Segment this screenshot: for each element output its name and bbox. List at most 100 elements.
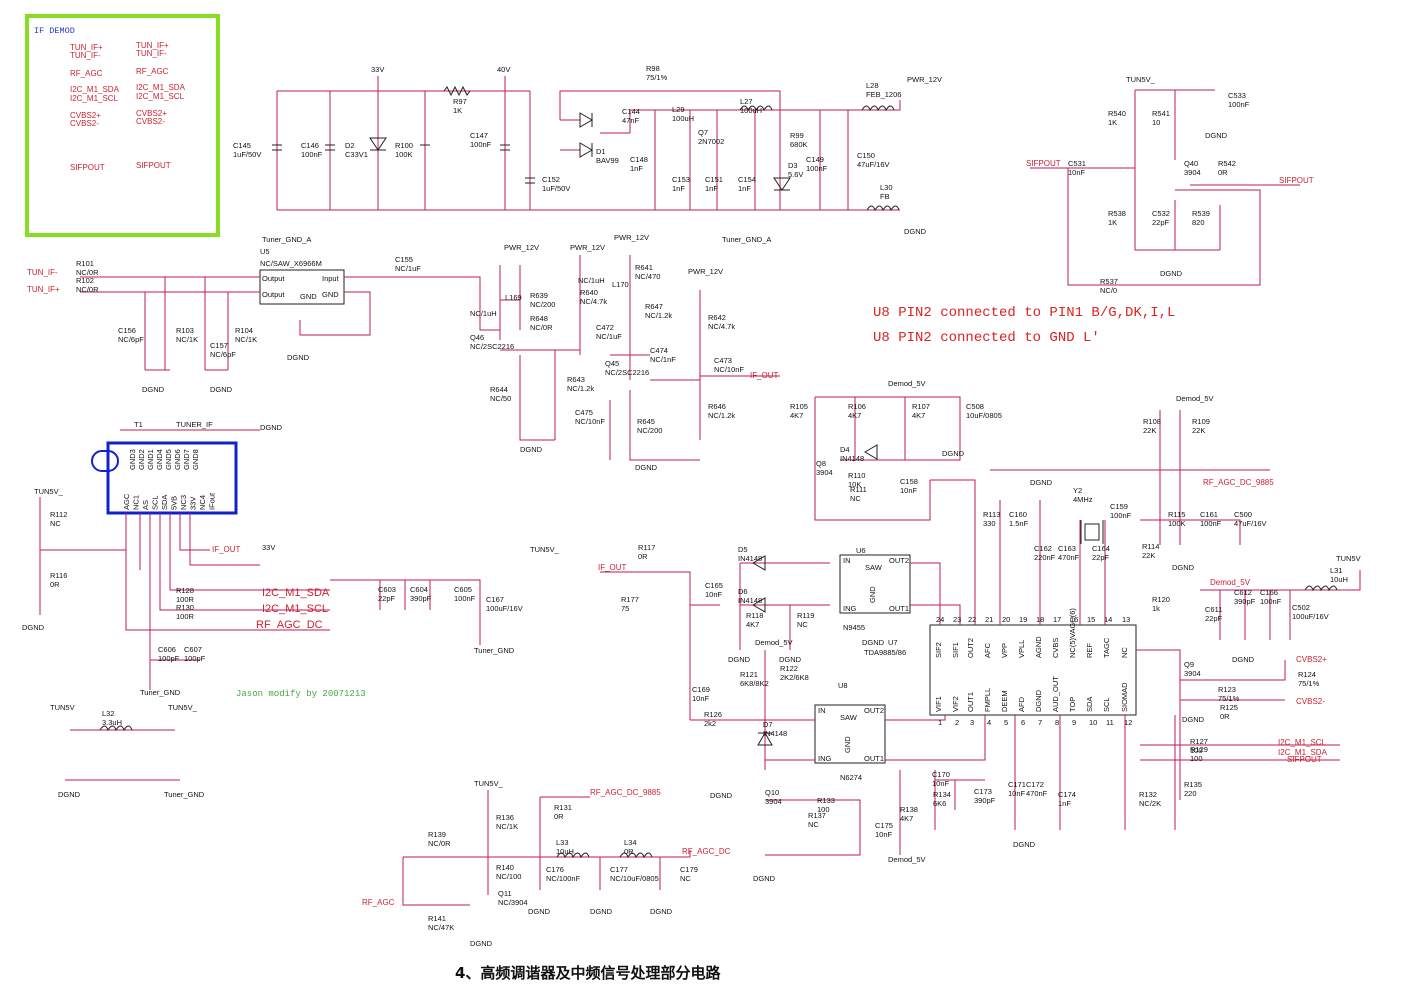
dgnd-d4: DGND	[710, 791, 733, 800]
saw-r647-value: NC/1.2k	[645, 311, 672, 320]
sif-r541-ref: R541	[1152, 109, 1170, 118]
saw-r640-ref: R640	[580, 288, 598, 297]
demod-c162-value: 220nF	[1034, 553, 1056, 562]
u5-pin-output2: Output	[262, 290, 285, 299]
pwr12-c: PWR_12V	[614, 233, 649, 242]
saw-r639-ref: R639	[530, 291, 548, 300]
demod-c611-value: 22pF	[1205, 614, 1223, 623]
supply-c150-value: 47uF/16V	[857, 160, 890, 169]
net-cvbs2p: CVBS2+	[1296, 655, 1327, 664]
sif-r538-value: 1K	[1108, 218, 1117, 227]
demod-c160-ref: C160	[1009, 510, 1027, 519]
supply-r99-value: 680K	[790, 140, 808, 149]
t1-top-pin-6: GND7	[182, 449, 191, 470]
u6-pin-out1: OUT1	[889, 604, 909, 613]
u7-top-num-7: 17	[1053, 615, 1061, 624]
u7-bot-pin-10: SCL	[1102, 697, 1111, 712]
demod-q9-ref: Q9	[1184, 660, 1194, 669]
sif-r540-ref: R540	[1108, 109, 1126, 118]
dgnd-a1: DGND	[470, 939, 493, 948]
if-demod-title: IF DEMOD	[34, 26, 75, 36]
u6-pin-ing: ING	[843, 604, 857, 613]
t1-bottom-pin-5: 5VB	[170, 496, 179, 510]
demod-r117-value: 0R	[638, 552, 648, 561]
u7-bot-num-2: 3	[970, 718, 974, 727]
agc-l34-value: 0R	[624, 847, 634, 856]
demod-c612-ref: C612	[1234, 588, 1252, 597]
sif-r539-ref: R539	[1192, 209, 1210, 218]
u7-top-num-8: 16	[1070, 615, 1078, 624]
supply-d1-value: BAV99	[596, 156, 619, 165]
demod-c173-value: 390pF	[974, 796, 996, 805]
saw-q46-value: NC/2SC2216	[470, 342, 514, 351]
demod-c171-value: 10nF	[1008, 789, 1026, 798]
supply-l29-ref: L29	[672, 105, 685, 114]
u7-bot-pin-9: SDA	[1085, 697, 1094, 712]
t1-bottom-pin-7: 33V	[189, 497, 198, 510]
dgnd-f2: DGND	[1160, 269, 1183, 278]
dgnd-s5: DGND	[635, 463, 658, 472]
supply-l29-value: 100uH	[672, 114, 694, 123]
supply-l28-ref: L28	[866, 81, 879, 90]
net-tun-if-minus: TUN_IF-	[27, 268, 58, 277]
demod-r126-value: 2k2	[704, 719, 716, 728]
agc-r141-ref: R141	[428, 914, 446, 923]
agc-c177-value: NC/10uF/0805	[610, 874, 659, 883]
agc-c179-value: NC	[680, 874, 691, 883]
demod-c159-ref: C159	[1110, 502, 1128, 511]
u5-ref: U5	[260, 247, 270, 256]
agc-c176-value: NC/100nF	[546, 874, 581, 883]
modify-note: Jason modify by 20071213	[236, 689, 366, 699]
saw-c473-value: NC/10nF	[714, 365, 744, 374]
tuner-c605-value: 100nF	[454, 594, 476, 603]
demod-r111-value: NC	[850, 494, 861, 503]
saw-l169: L169	[505, 293, 522, 302]
demod-l31-value: 10uH	[1330, 575, 1348, 584]
supply-c148-value: 1nF	[630, 164, 643, 173]
u7-bot-pin-7: AUD_OUT	[1051, 676, 1060, 712]
supply-l30-ref: L30	[880, 183, 893, 192]
demod-r137-value: NC	[808, 820, 819, 829]
dgnd-d10: DGND	[1182, 715, 1205, 724]
demod-d7-ref: D7	[763, 720, 773, 729]
supply-d3-ref: D3	[788, 161, 798, 170]
sif-q40-value: 3904	[1184, 168, 1201, 177]
dgnd-d9: DGND	[1232, 655, 1255, 664]
u7-bot-num-7: 8	[1055, 718, 1059, 727]
demod-c172-value: 470nF	[1026, 789, 1048, 798]
demod5v-4: Demod_5V	[755, 638, 793, 647]
tuner-gnd-2: Tuner_GND	[474, 646, 515, 655]
demod-c612-value: 390pF	[1234, 597, 1256, 606]
saw-r103-ref: R103	[176, 326, 194, 335]
demod-c175-ref: C175	[875, 821, 893, 830]
saw-c472-value: NC/1uF	[596, 332, 622, 341]
demod-r105-value: 4K7	[790, 411, 803, 420]
tuner-l32-value: 3.3uH	[102, 718, 122, 727]
net-rf-agc-dc: RF_AGC_DC	[256, 619, 323, 631]
pwr12-label: PWR_12V	[907, 75, 942, 84]
demod-r177-ref: R177	[621, 595, 639, 604]
demod-c172-ref: C172	[1026, 780, 1044, 789]
tuner-r116-ref: R116	[50, 571, 67, 580]
tun5v-plain: TUN5V	[50, 703, 75, 712]
dgnd-f1: DGND	[1205, 131, 1228, 140]
demod-c173-ref: C173	[974, 787, 992, 796]
u8-pin-ing: ING	[818, 754, 832, 763]
agc-section: RF_AGC_DC_9885 RF_AGC_DC RF_AGC TUN5V_ R…	[362, 779, 731, 948]
saw-q45-ref: Q45	[605, 359, 619, 368]
saw-r101-value: NC/0R	[76, 268, 99, 277]
supply-c151-value: 1nF	[705, 184, 718, 193]
supply-r97-value: 1K	[453, 106, 462, 115]
t1-name: TUNER_IF	[176, 420, 213, 429]
t1-ref: T1	[134, 420, 143, 429]
port-left-5: CVBS2+	[70, 111, 101, 120]
demod5v-2: Demod_5V	[1176, 394, 1214, 403]
demod-r127-ref: R127	[1190, 737, 1208, 746]
demod-c163-ref: C163	[1058, 544, 1076, 553]
figure-caption: 4、高频调谐器及中频信号处理部分电路	[455, 964, 721, 982]
demod-q8-ref: Q8	[816, 459, 826, 468]
dgnd-d3: DGND	[862, 638, 885, 647]
supply-c152-value: 1uF/50V	[542, 184, 570, 193]
sif-section: TUN5V_ SIFPOUT SIFPOUT C53110nFR5401KR54…	[1026, 75, 1314, 295]
demod-r124-ref: R124	[1298, 670, 1316, 679]
